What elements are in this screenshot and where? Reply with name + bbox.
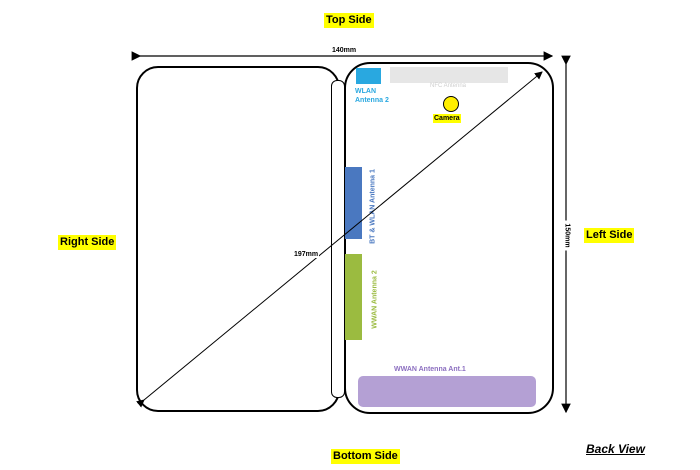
bottom-side-label: Bottom Side [331, 449, 400, 464]
top-side-label: Top Side [324, 13, 374, 28]
left-side-label: Left Side [584, 228, 635, 243]
diagonal-dimension: 197mm [293, 251, 320, 258]
right-side-label: Right Side [58, 235, 117, 250]
back-view-label: Back View [586, 442, 645, 456]
diagonal-arrow [136, 71, 543, 408]
width-dimension: 140mm [330, 47, 359, 54]
height-dimension: 150mm [563, 220, 571, 251]
